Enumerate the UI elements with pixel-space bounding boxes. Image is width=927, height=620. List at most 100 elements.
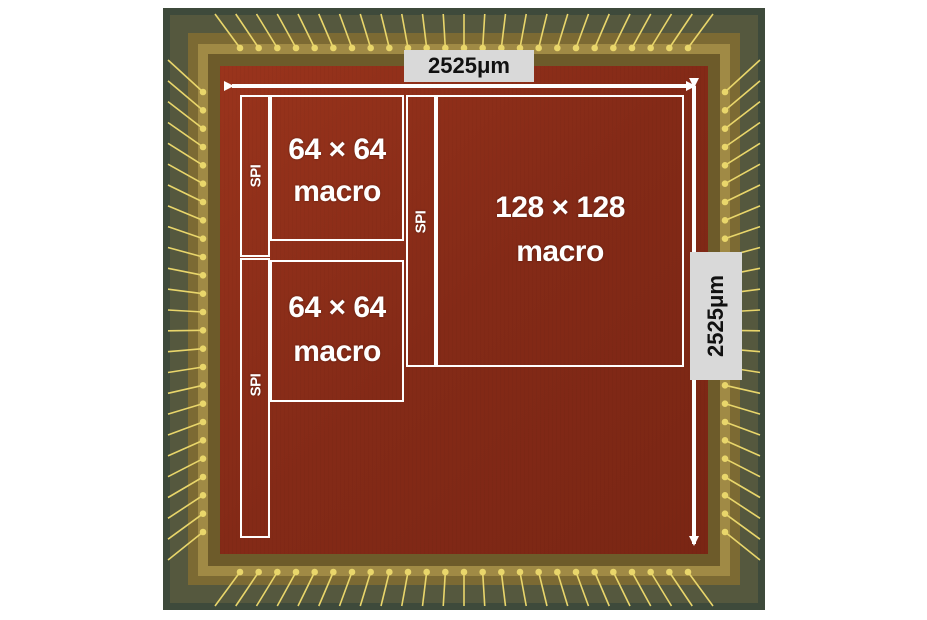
bond-pad: [516, 568, 524, 576]
bond-pad: [404, 568, 412, 576]
height-dimension-text: 2525μm: [703, 275, 728, 357]
height-dimension-label: 2525μm: [690, 252, 742, 380]
bond-pad: [199, 418, 207, 426]
bond-wire: [235, 13, 260, 49]
bond-wire: [724, 225, 761, 240]
bond-pad: [721, 437, 729, 444]
bond-pad: [311, 44, 318, 52]
bond-wire: [167, 421, 204, 436]
bond-wire: [167, 288, 204, 295]
bond-pad: [721, 198, 729, 206]
bond-wire: [724, 476, 761, 499]
bond-pad: [199, 345, 207, 352]
bond-pad: [367, 44, 374, 52]
bond-wire: [338, 571, 353, 607]
bond-wire: [724, 101, 761, 130]
bond-pad: [535, 44, 542, 52]
bond-wire: [556, 571, 569, 607]
bond-pad: [610, 568, 617, 576]
macro-top-line2: macro: [293, 175, 381, 208]
bond-pad: [721, 180, 729, 187]
bond-wire: [276, 13, 297, 49]
bond-wire: [167, 267, 204, 277]
bond-pad: [721, 528, 729, 536]
bond-pad: [554, 568, 561, 576]
bond-pad: [628, 568, 636, 576]
spi-block-top: [240, 95, 270, 257]
bond-pad: [348, 44, 356, 52]
bond-pad: [572, 44, 580, 52]
bond-wire: [235, 571, 260, 607]
bond-pad: [199, 363, 207, 371]
spi-block-bottom: [240, 258, 270, 538]
bond-wire: [297, 571, 316, 607]
bond-wire: [297, 13, 316, 49]
bond-wire: [649, 571, 673, 607]
macro-large-line2: macro: [516, 235, 604, 268]
bond-wire: [421, 13, 428, 49]
macro-large-line1: 128 × 128: [495, 191, 625, 224]
bond-wire: [612, 571, 631, 607]
bond-wire: [318, 571, 335, 607]
bond-wire: [167, 494, 204, 520]
bond-pad: [572, 568, 580, 576]
bond-pad: [348, 568, 356, 576]
bond-wire: [421, 571, 428, 607]
bond-pad: [721, 455, 729, 462]
bond-wire: [668, 571, 693, 607]
bond-pad: [199, 162, 207, 169]
bond-wire: [167, 476, 204, 499]
bond-pad: [199, 235, 207, 242]
bond-wire: [481, 571, 486, 607]
bond-pad: [199, 400, 207, 407]
bond-wire: [631, 571, 652, 607]
bond-wire: [167, 80, 204, 111]
bond-pad: [292, 44, 300, 52]
bond-pad: [591, 44, 598, 52]
bond-wire: [668, 13, 693, 49]
bond-wire: [167, 246, 204, 258]
bond-pad: [479, 568, 486, 576]
bond-wire: [167, 59, 204, 93]
bond-pad: [236, 568, 244, 576]
bond-wire: [359, 13, 372, 49]
bond-pad: [199, 382, 207, 389]
bond-wire: [167, 384, 204, 395]
bond-wire: [724, 205, 761, 222]
macro-bottom-line1: 64 × 64: [288, 291, 386, 324]
bond-pad: [647, 568, 654, 576]
bond-wire: [167, 184, 204, 203]
bond-pad: [199, 437, 207, 444]
bond-wire: [687, 571, 714, 607]
bond-wire: [167, 309, 204, 313]
bond-wire: [612, 13, 631, 49]
bond-wire: [359, 571, 372, 607]
bond-pad: [236, 44, 244, 52]
bond-pad: [721, 235, 729, 242]
bond-pad: [199, 88, 207, 96]
bond-pad: [386, 44, 393, 52]
bond-pad: [199, 217, 207, 224]
bond-pad: [721, 382, 729, 389]
bond-wire: [649, 13, 673, 49]
bond-pad: [591, 568, 598, 576]
bond-pad: [274, 44, 281, 52]
bond-wire: [724, 421, 761, 436]
bond-pad: [274, 568, 281, 576]
macro-bottom-line2: macro: [293, 335, 381, 368]
bond-wire: [167, 163, 204, 185]
bond-pad: [666, 44, 673, 52]
bond-pad: [367, 568, 374, 576]
bond-wire: [167, 402, 204, 415]
bond-pad: [199, 198, 207, 206]
bond-pad: [199, 253, 207, 261]
bond-wire: [593, 13, 610, 49]
bond-pad: [199, 455, 207, 462]
bond-wire: [318, 13, 335, 49]
bond-pad: [255, 44, 262, 52]
bond-wire: [724, 163, 761, 185]
bond-pad: [721, 143, 729, 151]
bond-wire: [556, 13, 569, 49]
bond-wire: [255, 571, 279, 607]
bond-wire: [575, 571, 590, 607]
